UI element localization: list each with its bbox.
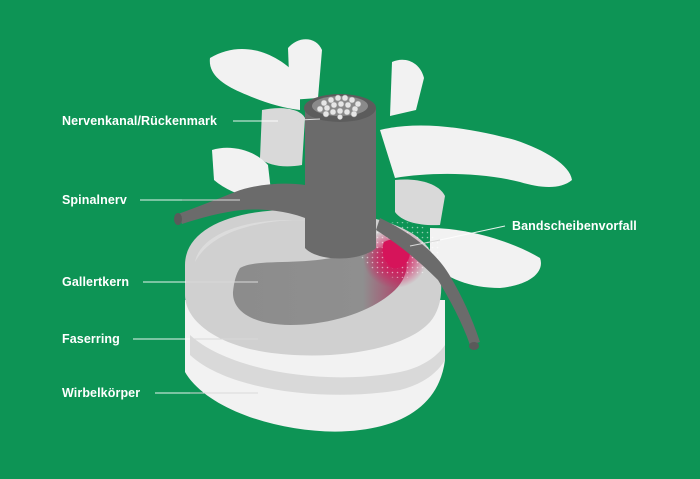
leader-herniation: [439, 225, 506, 241]
leader-lines: [133, 118, 506, 394]
labels: Nervenkanal/Rückenmark Spinalnerv Galler…: [62, 114, 637, 400]
facet-right-shadow: [395, 179, 445, 226]
spinal-cord: [304, 94, 376, 259]
nucleus-pulposus: [232, 247, 407, 325]
spinal-cord-fibers: [316, 94, 362, 120]
spinal-nerve-left-end: [174, 213, 182, 225]
spinal-nerve-left: [178, 183, 305, 224]
intervertebral-disc: [185, 210, 442, 356]
label-nucleus: Gallertkern: [62, 275, 129, 289]
spinal-nerve-right-end: [469, 342, 479, 350]
upper-vertebra: [209, 39, 572, 288]
spinal-nerve-right: [376, 218, 480, 345]
vertebral-body-rim: [190, 335, 445, 395]
leader-herniation-inner: [409, 239, 441, 247]
label-spinal-canal: Nervenkanal/Rückenmark: [62, 114, 217, 128]
spinal-cord-body: [305, 108, 376, 259]
leader-spinal-canal-inner: [277, 118, 321, 122]
label-spinal-nerve: Spinalnerv: [62, 193, 127, 207]
spinal-nerves: [174, 183, 480, 350]
label-annulus: Faserring: [62, 332, 120, 346]
spinous-process-top: [288, 39, 322, 100]
transverse-process-right: [380, 125, 572, 187]
spinous-process-left: [209, 48, 300, 110]
spinous-process-right: [390, 59, 424, 116]
lamina-shadow: [260, 108, 305, 167]
label-vertebral-body: Wirbelkörper: [62, 386, 140, 400]
label-herniation: Bandscheibenvorfall: [512, 219, 637, 233]
facet-right-lower: [430, 228, 541, 288]
